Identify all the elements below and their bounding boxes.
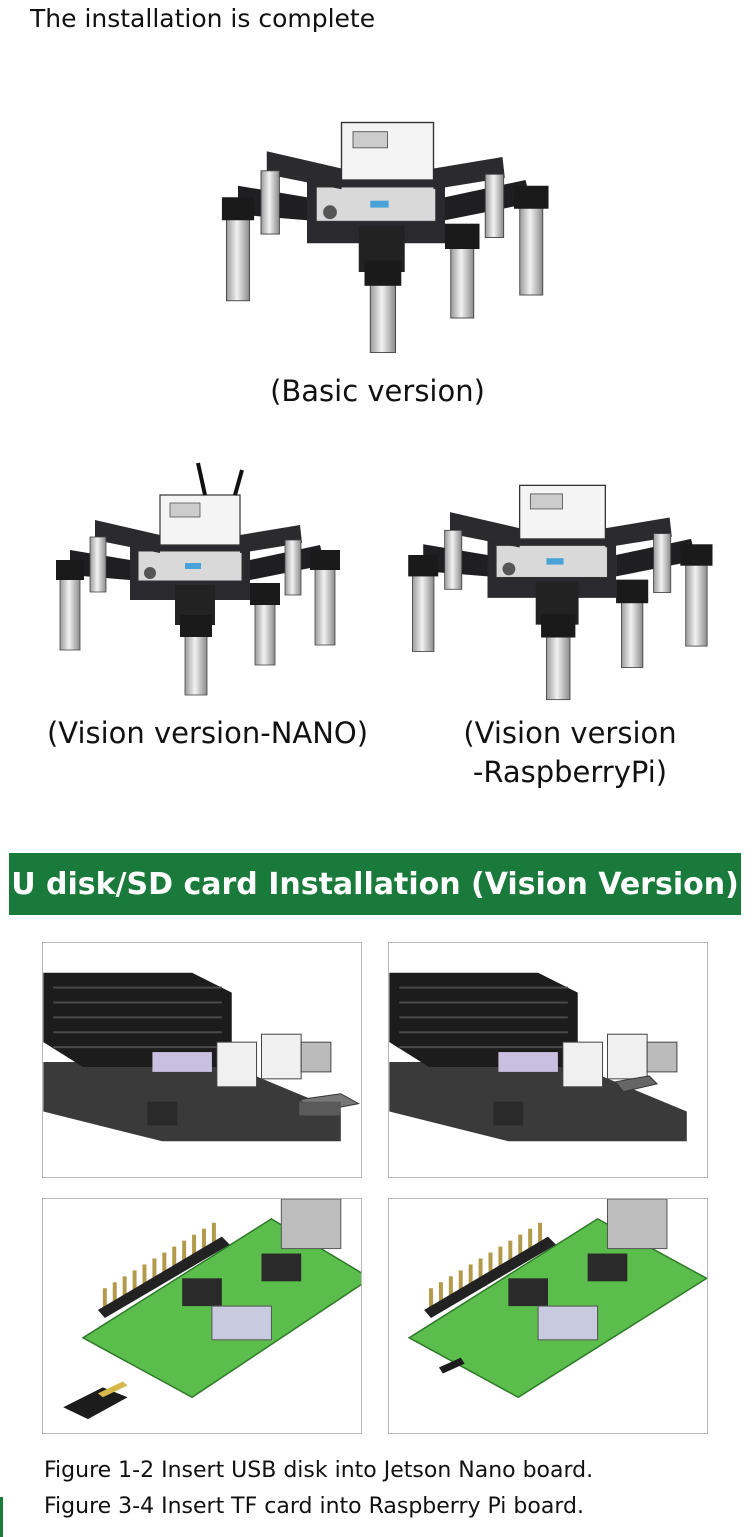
page-title: The installation is complete xyxy=(30,4,376,33)
figure-4-raspberrypi-tf-inserted-panel xyxy=(388,1198,708,1434)
basic-version-robot-image xyxy=(221,121,550,354)
figure-1-jetson-usb-panel xyxy=(42,942,362,1178)
jetson-nano-board-usb-inserted-image xyxy=(389,972,687,1142)
vision-raspberrypi-caption-line-2: -RaspberryPi) xyxy=(472,755,668,789)
raspberry-pi-board-tf-inserted-image xyxy=(407,1199,707,1399)
section-heading-banner: U disk/SD card Installation (Vision Vers… xyxy=(9,853,741,915)
figure-caption-1: Figure 1-2 Insert USB disk into Jetson N… xyxy=(44,1458,594,1483)
figure-caption-2: Figure 3-4 Insert TF card into Raspberry… xyxy=(44,1494,584,1519)
vision-nano-robot-image xyxy=(55,462,341,696)
vision-nano-caption: (Vision version-NANO) xyxy=(46,716,369,750)
raspberry-pi-board-image xyxy=(63,1199,361,1420)
basic-version-caption: (Basic version) xyxy=(270,374,485,408)
figure-3-raspberrypi-tf-panel xyxy=(42,1198,362,1434)
vision-raspberrypi-caption-line-1: (Vision version xyxy=(463,716,677,750)
jetson-nano-board-image xyxy=(43,972,361,1142)
vision-raspberrypi-robot-image xyxy=(407,484,714,701)
page-corner-accent xyxy=(0,1497,3,1537)
figure-2-jetson-usb-inserted-panel xyxy=(388,942,708,1178)
section-heading-text: U disk/SD card Installation (Vision Vers… xyxy=(11,866,739,902)
